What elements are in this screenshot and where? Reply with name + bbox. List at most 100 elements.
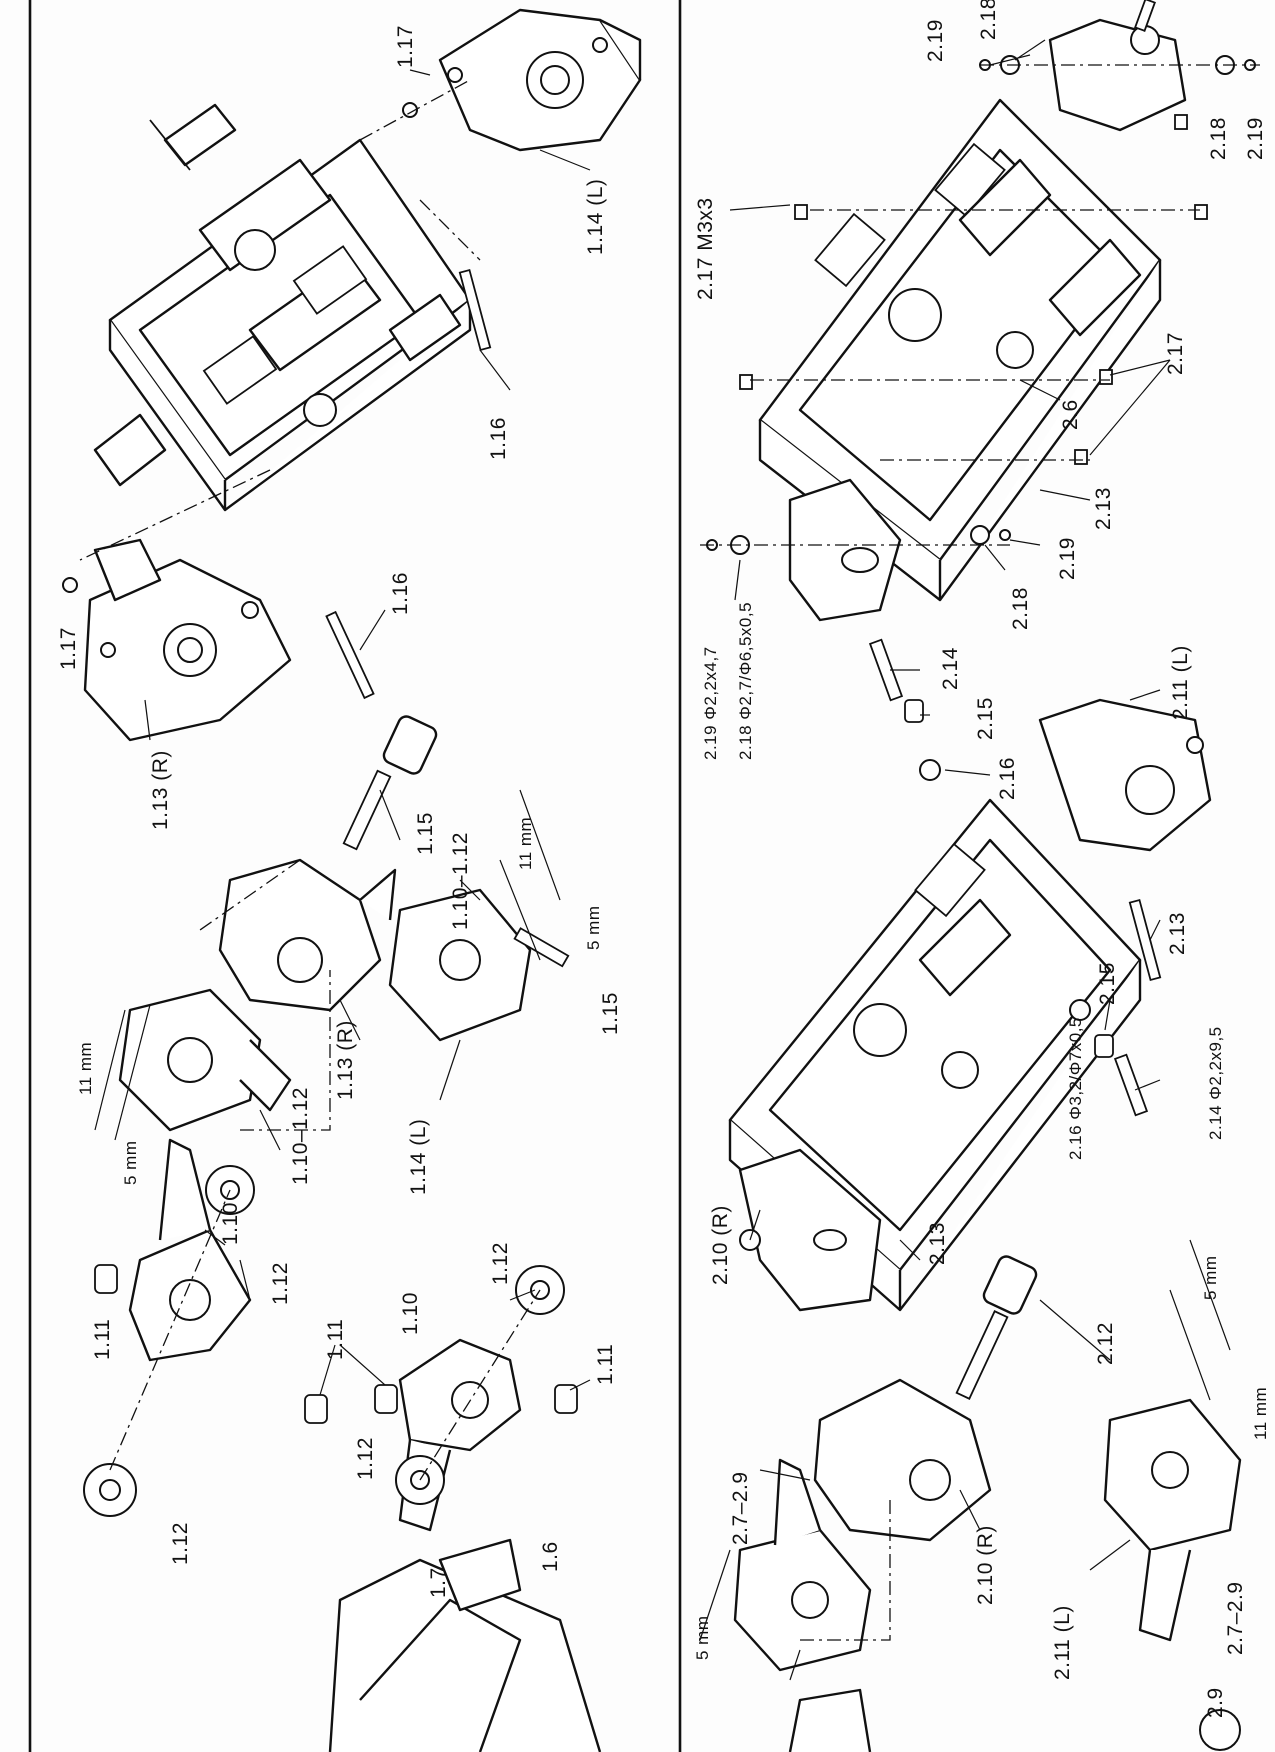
label-5mm-c: 5 mm [1201,1255,1220,1301]
washers-2-16-mid [919,759,1091,1021]
label-2-12: 2.12 [1094,1322,1117,1365]
label-1-11-c: 1.11 [594,1343,617,1385]
bushings-1-11 [94,1264,578,1424]
label-1-14-L-b: 1.14 (L) [407,1118,430,1195]
label-5mm-d: 5 mm [693,1615,712,1661]
label-2-14-spec: 2.14 Φ2,2x9,5 [1206,1026,1225,1140]
label-2-7-2-9-b: 2.7–2.9 [1224,1581,1247,1655]
dim-5mm-c [1169,1239,1231,1401]
leader-lines [144,39,1171,1681]
label-1-10-a: 1.10 [219,1202,242,1245]
pin-1-16-b [325,610,375,700]
label-1-11-a: 1.11 [91,1318,114,1360]
steering-block-1-10-b [388,888,570,1042]
partial-parts-bottom [788,1688,1241,1752]
label-2-15-a: 2.15 [974,697,997,740]
label-1-14-L-a: 1.14 (L) [584,178,607,255]
pin-2-13 [1128,898,1162,982]
upright-1-13-top [83,538,292,742]
axis-line-lower-2 [419,1289,541,1481]
label-1-16-a: 1.16 [487,417,510,460]
label-5mm-a: 5 mm [584,905,603,951]
label-1-12-d: 1.12 [169,1522,192,1565]
label-1-13-R-b: 1.13 (R) [334,1020,357,1100]
label-2-10-R-a: 2.10 (R) [709,1205,732,1285]
label-2-18-a: 2.18 [977,0,1000,40]
label-2-11-L-a: 2.11 (L) [1169,645,1192,720]
label-1-13-R-a: 1.13 (R) [149,750,172,830]
axis-line-top-1 [359,79,471,141]
label-2-18-c: 2.18 [1009,587,1032,630]
steering-block-2-7-a [733,1458,872,1672]
upright-2-10-mid [738,1148,882,1312]
label-1-12-c: 1.12 [354,1437,377,1480]
spacers-2-15-mid [904,699,1114,1058]
label-2-14-a: 2.14 [939,647,962,690]
stub-axle-2-12 [955,1255,1038,1400]
label-2-11-L-b: 2.11 (L) [1051,1605,1074,1680]
label-2-16-a: 2.16 [996,757,1019,800]
label-1-15-a: 1.15 [414,812,437,855]
label-1-6: 1.6 [539,1541,562,1572]
label-2-6: 2.6 [1059,399,1082,430]
bushing-1-17-c [62,577,78,593]
label-11mm-c: 11 mm [1251,1386,1270,1440]
label-1-17-a: 1.17 [394,25,417,68]
dim-5mm-d [699,1549,731,1641]
label-2-19-b: 2.19 [1244,117,1267,160]
steering-block-1-10 [118,988,292,1132]
label-1-10-1-12-b: 1.10–1.12 [289,1087,312,1185]
label-2-15-b: 2.15 [1096,962,1119,1005]
bushing-1-17-d [100,642,116,658]
chassis-assembly-top [93,103,472,512]
steering-block-2-7-b [1103,1398,1242,1642]
upright-1-14-top [438,8,642,152]
label-1-16-b: 1.16 [389,572,412,615]
stub-axle-1-15 [342,715,438,851]
label-1-17-b: 1.17 [57,627,80,670]
label-11mm-a: 11 mm [516,816,535,870]
label-2-19-a: 2.19 [924,19,947,62]
screw-2-14-mid [868,638,1149,1117]
chassis-partial-top-bottom [328,1538,602,1752]
label-2-19-c: 2.19 [1056,537,1079,580]
axis-line-center-2 [199,859,301,931]
label-2-17-b: 2.17 [1164,332,1187,375]
label-1-7: 1.7 [427,1567,450,1598]
steering-arm-1-10-a [128,1138,252,1362]
label-2-13-a: 2.13 [1092,487,1115,530]
label-2-17-m3: 2.17 M3x3 [694,197,717,300]
knuckle-1-13-center [218,858,397,1012]
label-11mm-b: 11 mm [76,1041,95,1095]
axis-line-top-2 [79,469,271,561]
dim-11mm-a [94,1004,151,1141]
label-5mm-b: 5 mm [121,1140,140,1186]
label-2-7-2-9-a: 2.7–2.9 [729,1471,752,1545]
label-1-10-b: 1.10 [399,1292,422,1335]
label-2-19-spec: 2.19 Φ2,2x4,7 [701,646,720,760]
label-1-12-b: 1.12 [489,1242,512,1285]
upright-bottom-top-right [1048,0,1187,132]
knuckle-2-10-bottom [813,1378,992,1542]
label-1-12-a: 1.12 [269,1262,292,1305]
label-2-13-c: 2.13 [926,1222,949,1265]
label-2-18-spec: 2.18 Φ2,7/Φ6,5x0,5 [736,601,755,760]
bushing-1-17-b [402,102,418,118]
label-1-11-b: 1.11 [324,1318,347,1360]
bushing-1-17-a [447,67,463,83]
axis-line-bottom-6 [800,1500,891,1641]
dim-5mm-a [499,789,561,961]
label-2-16-spec: 2.16 Φ3,2/Φ7x0,5 [1066,1017,1085,1160]
fasteners-2-17-top [739,114,1208,465]
label-2-13-b: 2.13 [1166,912,1189,955]
upright-2-11-mid [1038,698,1212,852]
label-2-9: 2.9 [1204,1687,1227,1718]
label-2-10-R-b: 2.10 (R) [974,1525,997,1605]
label-1-10-1-12-a: 1.10–1.12 [449,832,472,930]
upright-bottom-top-left [788,478,902,622]
pin-1-16-a [458,268,492,352]
label-1-15-b: 1.15 [599,992,622,1035]
axis-line-lower-1 [109,1189,231,1471]
